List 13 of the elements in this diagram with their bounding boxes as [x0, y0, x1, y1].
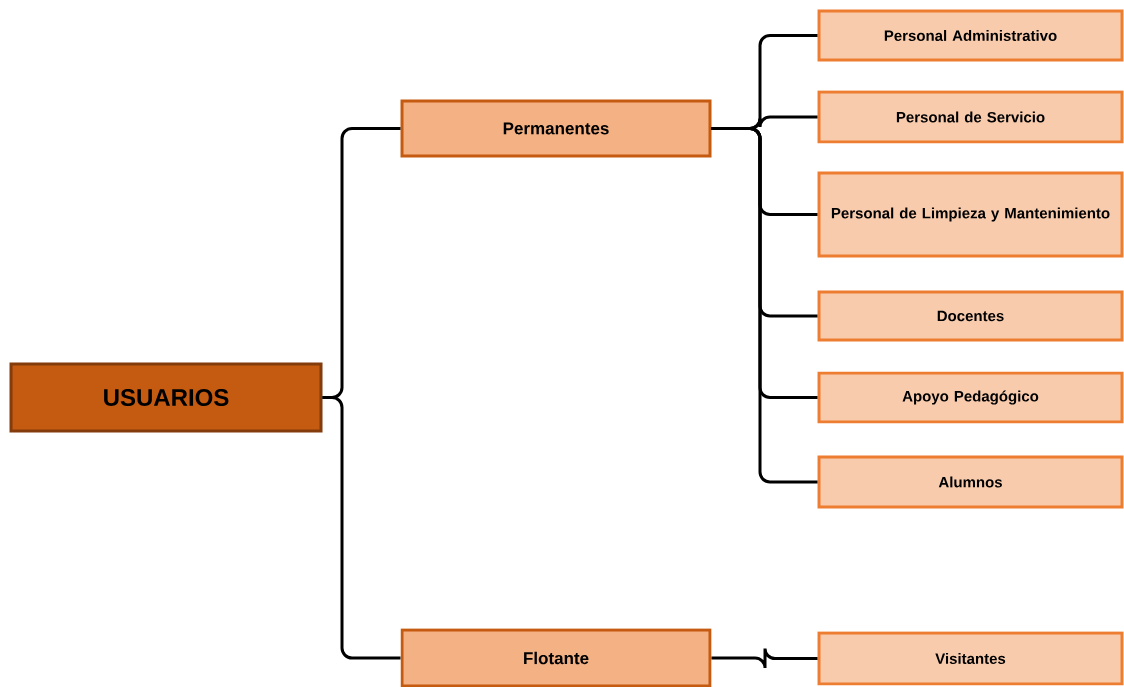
item-box: Docentes: [817, 290, 1124, 342]
category-box: Permanentes: [400, 99, 712, 158]
connector-line: [711, 647, 818, 670]
item-box: Personal de Limpieza y Mantenimiento: [817, 171, 1124, 258]
connector-line: [711, 127, 818, 484]
category-box: Flotante: [400, 628, 712, 687]
connector-line: [322, 396, 401, 660]
item-box: Apoyo Pedagógico: [817, 371, 1124, 424]
root-box: USUARIOS: [9, 362, 323, 433]
item-box: Personal Administrativo: [817, 9, 1124, 62]
item-box: Visitantes: [817, 631, 1124, 686]
item-box: Personal de Servicio: [817, 90, 1124, 144]
item-box: Alumnos: [817, 455, 1124, 509]
